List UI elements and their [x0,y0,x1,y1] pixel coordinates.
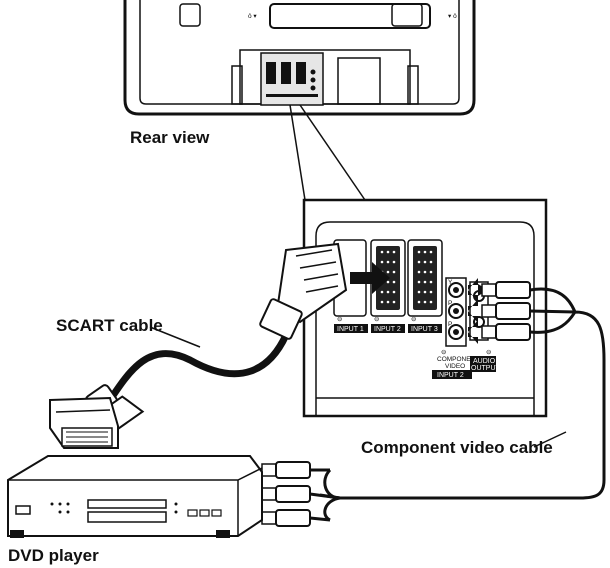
scart-cable-label: SCART cable [56,316,163,335]
pr-jack-label: P [448,321,452,328]
component-video-cable [261,278,606,527]
component-jacks: Y P P [445,277,467,347]
component-cable-label: Component video cable [361,438,553,457]
scart-cable [49,242,390,449]
y-jack-label: Y [448,279,453,286]
component-label-line2: VIDEO [445,363,465,370]
component-cable-leader [533,431,567,448]
input-3-label: INPUT 3 [411,326,438,333]
dvd-player [7,455,263,538]
svg-text:ô ▾: ô ▾ [248,13,257,20]
zoom-lines [289,104,366,201]
audio-output-label-line1: AUDIO [473,358,496,365]
svg-text:⊖: ⊖ [337,316,343,323]
svg-text:⊖: ⊖ [374,316,380,323]
input-labels: INPUT 1 INPUT 2 INPUT 3 ⊖ ⊖ ⊖ [334,316,442,333]
pb-jack-label: P [448,300,452,307]
audio-output-label-line2: OUTPUT [471,365,501,372]
input-2-label: INPUT 2 [374,326,401,333]
component-label-line3: INPUT 2 [437,372,464,379]
input-1-label: INPUT 1 [337,326,364,333]
dvd-player-label: DVD player [8,546,99,565]
svg-text:⊖: ⊖ [411,316,417,323]
scart-cable-leader [149,326,201,348]
scart-input-3-socket [407,239,443,317]
svg-text:▾ ô: ▾ ô [448,13,457,20]
svg-text:⊖: ⊖ [486,349,492,356]
rear-view-label: Rear view [130,128,210,147]
svg-text:⊖: ⊖ [441,349,447,356]
component-label-line1: COMPONENT [437,356,479,363]
tv-rear-view: ô ▾ ▾ ô [123,0,476,116]
